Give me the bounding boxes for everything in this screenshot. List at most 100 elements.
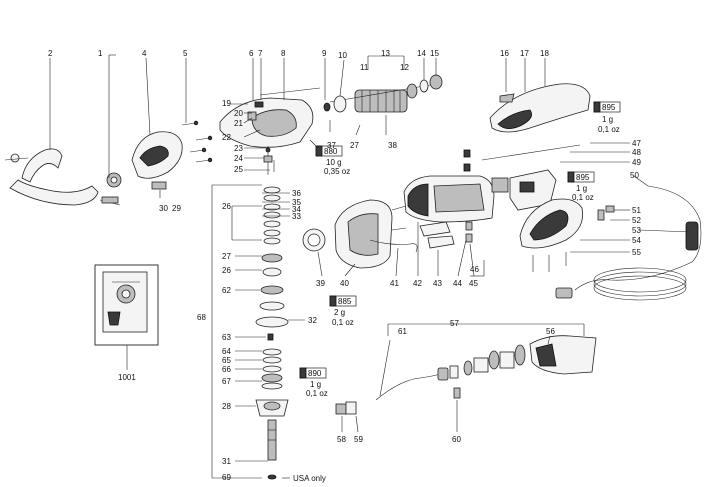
- callout-57: 57: [450, 319, 459, 328]
- callout-47: 47: [632, 139, 641, 148]
- callout-8: 8: [281, 49, 286, 58]
- screws-5: [181, 120, 213, 163]
- callout-31: 31: [222, 457, 231, 466]
- grease-880-unit: 0,35 oz: [324, 167, 350, 176]
- callout-63: 63: [222, 333, 231, 342]
- guard-clamp: [99, 172, 122, 206]
- callout-50: 50: [630, 171, 639, 180]
- armature: [323, 74, 443, 113]
- callout-4: 4: [142, 49, 147, 58]
- callout-43: 43: [433, 279, 442, 288]
- grease-tag-895a: [593, 101, 621, 113]
- callout-26: 26: [222, 202, 231, 211]
- grease-tag-895b: [567, 171, 595, 183]
- grease-885-code: 885: [338, 297, 352, 306]
- spindle-stack: [211, 184, 289, 480]
- carbon-brushes-47: [463, 142, 630, 172]
- bottom-assembly: [335, 323, 597, 433]
- motor-housing: [403, 175, 495, 276]
- callout-51: 51: [632, 206, 641, 215]
- callout-58: 58: [337, 435, 346, 444]
- callout-20: 20: [234, 109, 243, 118]
- callout-24: 24: [234, 154, 243, 163]
- callout-37: 37: [327, 141, 336, 150]
- callout-30: 30: [159, 204, 168, 213]
- callout-62: 62: [222, 286, 231, 295]
- callout-27b: 27: [222, 252, 231, 261]
- grease-885-unit: 0,1 oz: [332, 318, 354, 327]
- grease-890-qty: 1 g: [310, 380, 321, 389]
- grease-895b-code: 895: [576, 173, 590, 182]
- callout-34: 34: [292, 205, 301, 214]
- screws-55: [532, 251, 630, 272]
- callout-35: 35: [292, 198, 301, 207]
- callout-1001: 1001: [118, 373, 136, 382]
- grease-895a-unit: 0,1 oz: [598, 125, 620, 134]
- callout-23: 23: [234, 144, 243, 153]
- leaders-spindle: [231, 192, 305, 479]
- grease-895b-qty: 1 g: [576, 184, 587, 193]
- leaders-armature: [324, 55, 437, 136]
- gear-head-cover: [131, 131, 183, 190]
- callout-60: 60: [452, 435, 461, 444]
- callout-17: 17: [520, 49, 529, 58]
- callout-36: 36: [292, 189, 301, 198]
- callout-56: 56: [546, 327, 555, 336]
- callout-7: 7: [258, 49, 263, 58]
- callout-38: 38: [388, 141, 397, 150]
- callout-28: 28: [222, 402, 231, 411]
- grease-890-unit: 0,1 oz: [306, 389, 328, 398]
- callout-15: 15: [430, 49, 439, 58]
- callout-22: 22: [222, 133, 231, 142]
- grease-890-code: 890: [308, 369, 322, 378]
- callout-64: 64: [222, 347, 231, 356]
- callout-13: 13: [381, 49, 390, 58]
- callout-40: 40: [340, 279, 349, 288]
- callout-25: 25: [234, 165, 243, 174]
- callout-2: 2: [48, 49, 53, 58]
- callout-16: 16: [500, 49, 509, 58]
- callout-65: 65: [222, 356, 231, 365]
- callout-45: 45: [469, 279, 478, 288]
- power-cable: [555, 175, 702, 301]
- callout-67: 67: [222, 377, 231, 386]
- callout-21: 21: [234, 119, 243, 128]
- callout-18: 18: [540, 49, 549, 58]
- callout-33: 33: [292, 212, 301, 221]
- callout-32: 32: [308, 316, 317, 325]
- callout-46: 46: [470, 265, 479, 274]
- callout-54: 54: [632, 236, 641, 245]
- callout-39: 39: [316, 279, 325, 288]
- callout-1: 1: [98, 49, 103, 58]
- gear-housing: [219, 87, 321, 175]
- callout-53: 53: [632, 226, 641, 235]
- connectors-44-45: [457, 221, 485, 277]
- grease-895b-unit: 0,1 oz: [572, 193, 594, 202]
- stator: [302, 199, 407, 277]
- callout-12: 12: [400, 63, 409, 72]
- callout-labels: 2 1 4 5 6 7 8 9 10 13 14 15 11 12 16 17 …: [48, 49, 641, 483]
- callout-59: 59: [354, 435, 363, 444]
- callout-66: 66: [222, 365, 231, 374]
- cable-41: [369, 239, 418, 277]
- grease-tag-885: [329, 295, 357, 307]
- callout-9: 9: [322, 49, 327, 58]
- callout-68: 68: [197, 313, 206, 322]
- grease-tag-880: [309, 139, 343, 157]
- callout-5: 5: [183, 49, 188, 58]
- callout-42: 42: [413, 279, 422, 288]
- callout-14: 14: [417, 49, 426, 58]
- callout-41: 41: [390, 279, 399, 288]
- callout-48: 48: [632, 148, 641, 157]
- callout-52: 52: [632, 216, 641, 225]
- callout-55: 55: [632, 248, 641, 257]
- insulation-43: [419, 221, 455, 249]
- inset-detail-1001: [94, 264, 159, 370]
- callout-49: 49: [632, 158, 641, 167]
- grease-895a-code: 895: [602, 103, 616, 112]
- grease-tag-texts: 880 10 g 0,35 oz 895 1 g 0,1 oz 895 1 g …: [306, 103, 620, 398]
- callout-6: 6: [249, 49, 254, 58]
- grease-tag-890: [299, 367, 327, 379]
- grease-880-qty: 10 g: [326, 158, 342, 167]
